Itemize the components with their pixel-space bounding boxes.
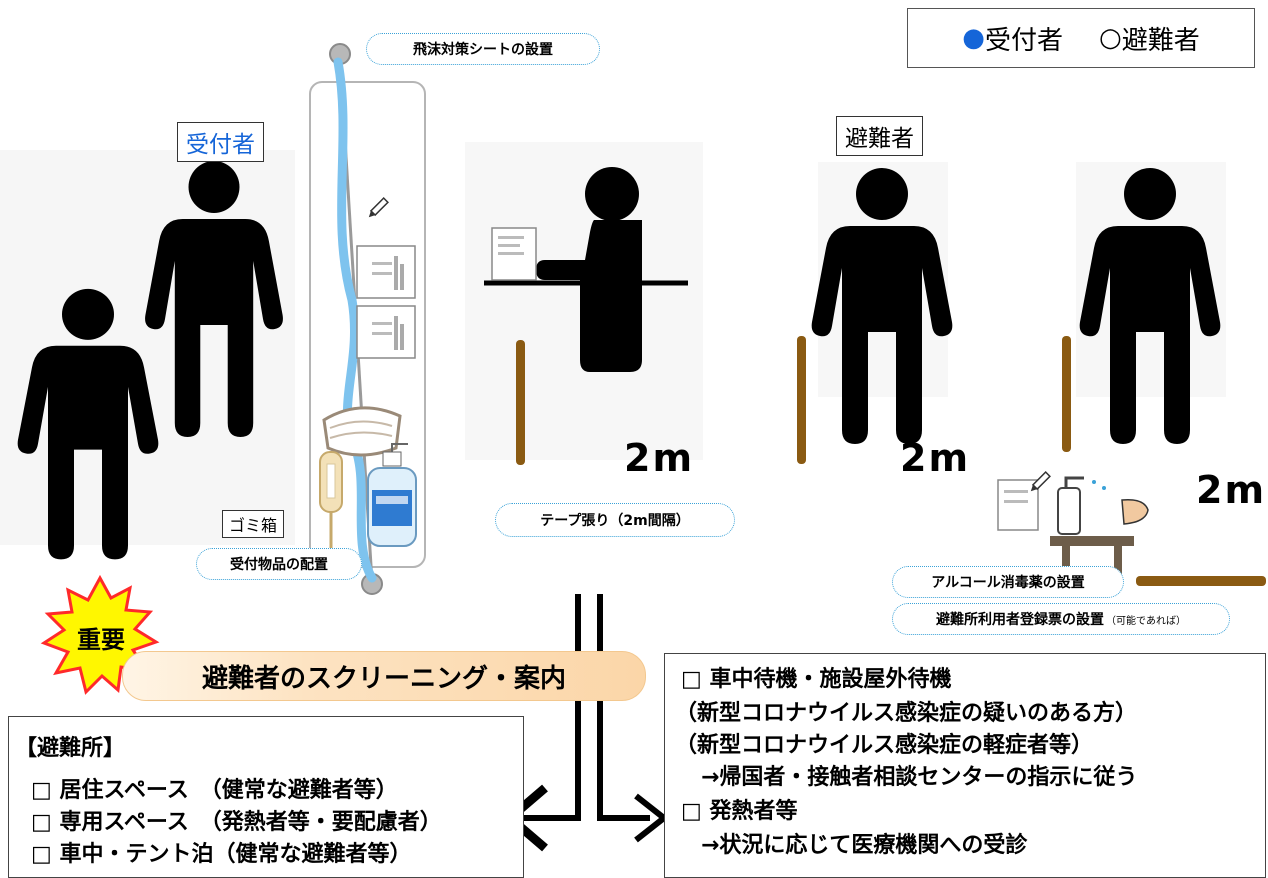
fever-option: □ 発熱者等 <box>681 799 798 824</box>
registration-callout: 避難所利用者登録票の設置 （可能であれば） <box>892 603 1230 635</box>
distance-label: 2m <box>1196 468 1267 512</box>
droplet-curtain <box>333 57 377 583</box>
outdoor-option: □ 車中待機・施設屋外待機 <box>681 667 952 692</box>
fever-instruction: →状況に応じて医療機関への受診 <box>701 833 1028 858</box>
outdoor-instruction: →帰国者・接触者相談センターの指示に従う <box>701 765 1138 790</box>
outdoor-waiting-panel: □ 車中待機・施設屋外待機 （新型コロナウイルス感染症の疑いのある方） （新型コ… <box>664 653 1266 878</box>
receptionist-figure <box>536 167 642 372</box>
legend-evacuee: 避難者 <box>1121 25 1200 56</box>
evacuee-tag: 避難者 <box>836 116 923 156</box>
form-sheet-icon <box>356 245 416 299</box>
tape-callout: テープ張り（2m間隔） <box>495 503 735 537</box>
screening-banner: 避難者のスクリーニング・案内 <box>122 651 646 701</box>
trash-bin-tag: ゴミ箱 <box>222 510 285 538</box>
receptionist-dot-icon: ● <box>962 23 985 53</box>
legend-receptionist: 受付者 <box>984 25 1063 56</box>
registration-callout-main: 避難所利用者登録票の設置 <box>936 612 1105 628</box>
thermometer-icon <box>319 451 343 548</box>
outdoor-condition: （新型コロナウイルス感染症の軽症者等） <box>675 733 1094 758</box>
shelter-option: □ 居住スペース （健常な避難者等） <box>31 778 398 803</box>
registration-callout-note: （可能であれば） <box>1106 615 1186 627</box>
items-placement-callout: 受付物品の配置 <box>196 548 362 580</box>
receptionist-tag: 受付者 <box>177 122 264 162</box>
legend-box: ● 受付者 ○ 避難者 <box>907 8 1255 68</box>
floor-tape <box>516 340 525 465</box>
floor-tape <box>797 336 806 464</box>
outdoor-condition: （新型コロナウイルス感染症の疑いのある方） <box>675 701 1138 726</box>
registration-paper-icon <box>491 227 537 281</box>
sanitizer-bottle-icon <box>367 443 417 547</box>
form-sheet-icon <box>356 305 416 359</box>
shelter-title: 【避難所】 <box>15 736 126 761</box>
droplet-sheet-callout: 飛沫対策シートの設置 <box>366 33 600 65</box>
distance-label: 2m <box>900 436 971 480</box>
form-sheet-icon <box>997 479 1039 531</box>
alcohol-callout: アルコール消毒薬の設置 <box>892 566 1124 598</box>
shelter-option: □ 専用スペース （発熱者等・要配慮者） <box>31 810 442 835</box>
evacuee-circle-icon: ○ <box>1099 23 1122 53</box>
distance-label: 2m <box>624 436 695 480</box>
floor-tape <box>1136 576 1266 586</box>
shelter-panel: 【避難所】 □ 居住スペース （健常な避難者等） □ 専用スペース （発熱者等・… <box>8 716 524 878</box>
floor-tape <box>1062 336 1071 452</box>
mask-icon <box>322 406 402 457</box>
routing-arrows <box>503 594 669 852</box>
alcohol-station-icon <box>1050 476 1149 576</box>
important-badge-text: 重要 <box>77 626 125 654</box>
shelter-option: □ 車中・テント泊（健常な避難者等） <box>31 842 412 867</box>
